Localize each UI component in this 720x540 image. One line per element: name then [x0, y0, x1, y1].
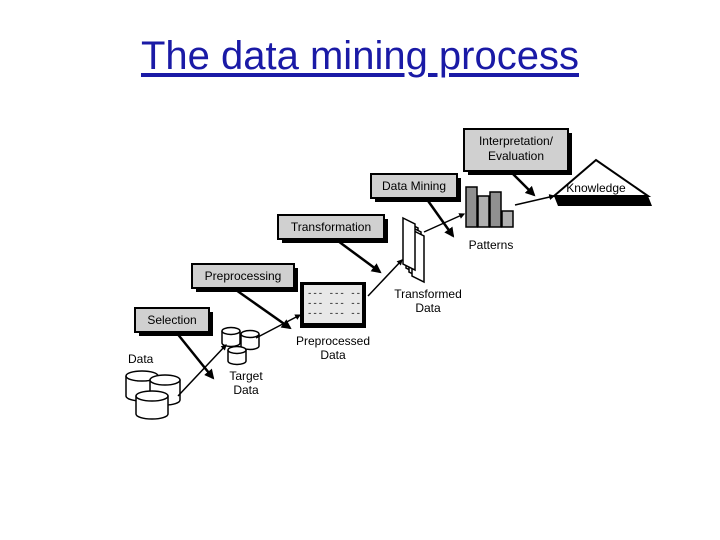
arrow-transformed-to-patterns: [423, 213, 466, 233]
cylinder-icon: [221, 326, 241, 348]
preprocessed-data-label-2: Data: [320, 348, 346, 362]
preprocessing-box: Preprocessing: [191, 263, 298, 292]
selection-label: Selection: [147, 313, 196, 327]
knowledge-pyramid: Knowledge: [551, 158, 652, 206]
transformed-data-label-2: Data: [415, 301, 441, 315]
interpretation-label-2: Evaluation: [488, 149, 544, 163]
arrow-mining-to-patterns: [424, 197, 455, 238]
arrow-patterns-to-knowledge: [514, 194, 556, 206]
data-label: Data: [128, 352, 154, 366]
arrow-transformation-to-transformed: [337, 239, 382, 274]
flow-arrows: [177, 194, 556, 397]
process-arrows: [175, 170, 536, 380]
table-row: --- --- ---: [307, 289, 366, 299]
patterns-label: Patterns: [469, 238, 514, 252]
arrow-data-to-target: [177, 344, 227, 397]
target-data-cylinders: [221, 326, 260, 366]
target-data-label-2: Data: [233, 383, 259, 397]
patterns-bars: [465, 186, 514, 228]
page-title: The data mining process: [140, 34, 579, 78]
cylinder-icon: [227, 345, 247, 366]
arrow-preprocessed-to-transformed: [367, 259, 403, 297]
transformed-data-sheets: [402, 216, 425, 284]
transformed-data-label-1: Transformed: [394, 287, 462, 301]
arrow-target-to-preprocessed: [255, 314, 302, 339]
arrow-preprocessing-to-preprocessed: [235, 288, 292, 330]
preprocessed-data-label-1: Preprocessed: [296, 334, 370, 348]
arrow-evaluation-to-knowledge: [509, 170, 536, 197]
cylinder-icon: [240, 329, 260, 351]
arrow-selection-to-target: [175, 331, 215, 380]
preprocessing-label: Preprocessing: [205, 269, 282, 283]
cylinder-icon: [135, 390, 169, 420]
preprocessed-data-table: --- --- --- --- --- --- --- --- ---: [300, 282, 366, 328]
knowledge-label: Knowledge: [566, 181, 626, 195]
interpretation-evaluation-box: Interpretation/ Evaluation: [463, 128, 572, 175]
table-row: --- --- ---: [307, 299, 366, 309]
interpretation-label-1: Interpretation/: [479, 134, 554, 148]
data-mining-box: Data Mining: [370, 173, 461, 202]
target-data-label-1: Target: [229, 369, 263, 383]
selection-box: Selection: [134, 307, 213, 336]
data-cylinders: [125, 370, 181, 420]
transformation-box: Transformation: [277, 214, 388, 243]
transformation-label: Transformation: [291, 220, 371, 234]
table-row: --- --- ---: [307, 309, 366, 319]
data-mining-label: Data Mining: [382, 179, 446, 193]
